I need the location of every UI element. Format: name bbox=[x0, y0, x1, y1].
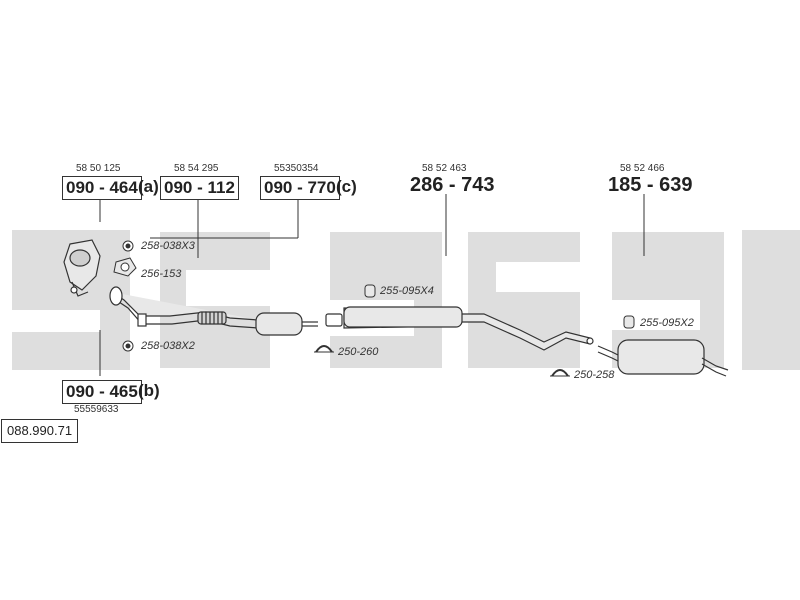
oe-number: 58 54 295 bbox=[174, 163, 219, 174]
clamp-icon bbox=[550, 369, 570, 377]
fitting-label: 255-095X4 bbox=[380, 285, 434, 297]
nut-icon bbox=[122, 240, 134, 252]
part-number: 286 - 743 bbox=[410, 174, 495, 196]
diagram-code: 088.990.71 bbox=[1, 419, 79, 443]
fitting-label: 256-153 bbox=[141, 268, 182, 280]
part-number-box: 090 - 464 bbox=[62, 176, 142, 200]
fitting-label: 258-038X3 bbox=[141, 240, 195, 252]
nut-icon bbox=[122, 340, 134, 352]
watermark-block-6 bbox=[742, 230, 800, 370]
oe-number: 58 50 125 bbox=[76, 163, 121, 174]
front-pipe bbox=[109, 286, 259, 329]
middle-silencer bbox=[325, 306, 594, 351]
fitting-label: 250-258 bbox=[574, 369, 615, 381]
watermark-block-4 bbox=[468, 232, 580, 368]
front-silencer bbox=[255, 312, 318, 336]
fitting-label: 258-038X2 bbox=[141, 340, 195, 352]
part-suffix: (c) bbox=[336, 177, 357, 196]
gasket-icon bbox=[113, 257, 137, 277]
catalytic-converter bbox=[63, 239, 101, 297]
oe-number: 55559633 bbox=[74, 404, 119, 415]
fitting-label: 255-095X2 bbox=[640, 317, 694, 329]
part-number-box: 090 - 770 bbox=[260, 176, 340, 200]
oe-number: 55350354 bbox=[274, 163, 319, 174]
leader-lines bbox=[99, 194, 645, 376]
part-number-box: 090 - 465 bbox=[62, 380, 142, 404]
oe-number: 58 52 466 bbox=[620, 163, 665, 174]
part-number: 185 - 639 bbox=[608, 174, 693, 196]
oe-number: 58 52 463 bbox=[422, 163, 467, 174]
rubber-mount-icon bbox=[364, 284, 376, 298]
rear-silencer bbox=[597, 339, 729, 377]
clamp-icon bbox=[314, 345, 334, 353]
fitting-label: 250-260 bbox=[338, 346, 379, 358]
part-number-box: 090 - 112 bbox=[160, 176, 239, 200]
part-suffix: (b) bbox=[138, 381, 160, 400]
rubber-mount-icon bbox=[623, 315, 635, 329]
part-suffix: (a) bbox=[138, 177, 159, 196]
